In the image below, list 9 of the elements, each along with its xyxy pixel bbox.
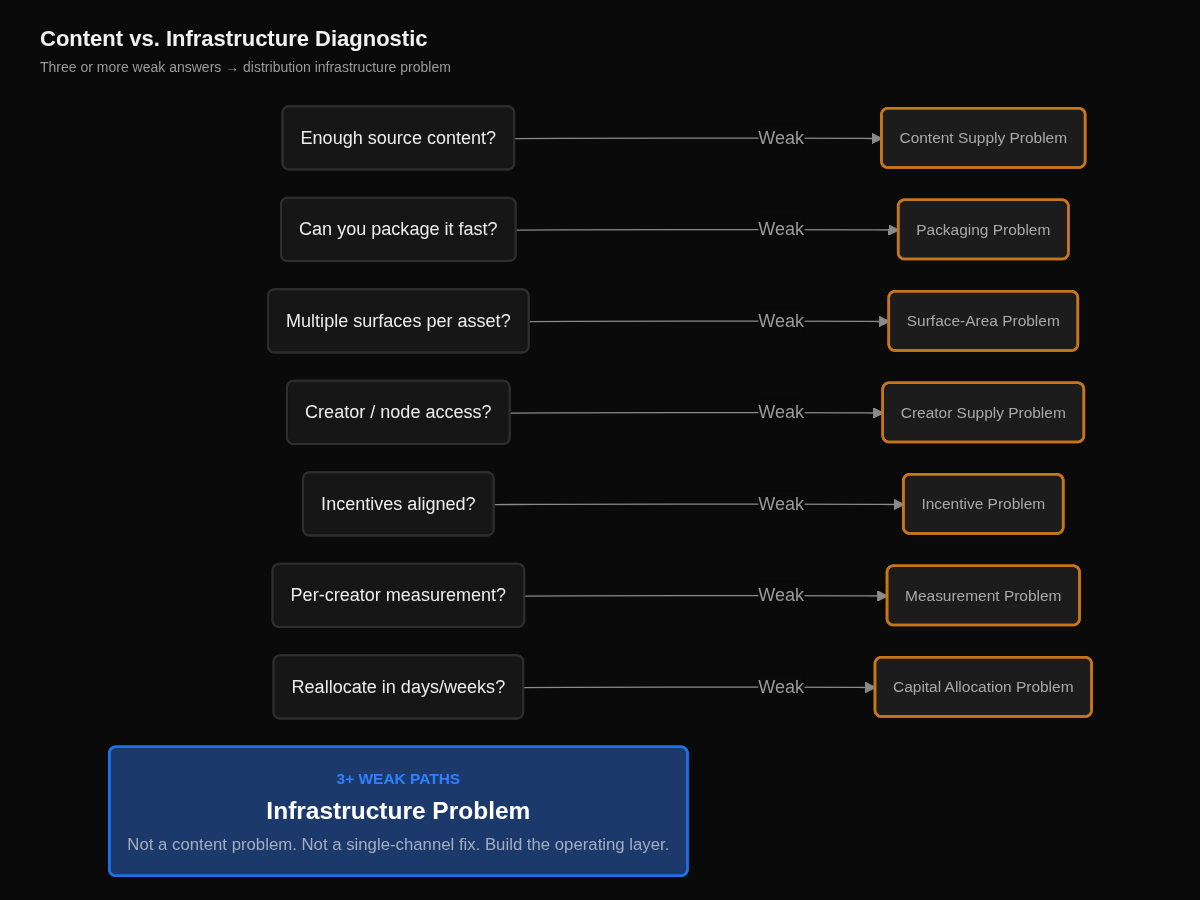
edge-label: Weak <box>757 309 804 331</box>
edge-label: Weak <box>757 492 804 514</box>
edge-label: Weak <box>757 675 804 697</box>
edge-label: Weak <box>757 126 804 148</box>
edge-label: Weak <box>757 218 804 240</box>
diagram-title: Content vs. Infrastructure Diagnostic <box>40 26 428 52</box>
edge-label: Weak <box>757 584 804 606</box>
edge-label: Weak <box>757 401 804 423</box>
subtitle: Three or more weak answers → distribution infrastructure problem <box>40 59 451 75</box>
